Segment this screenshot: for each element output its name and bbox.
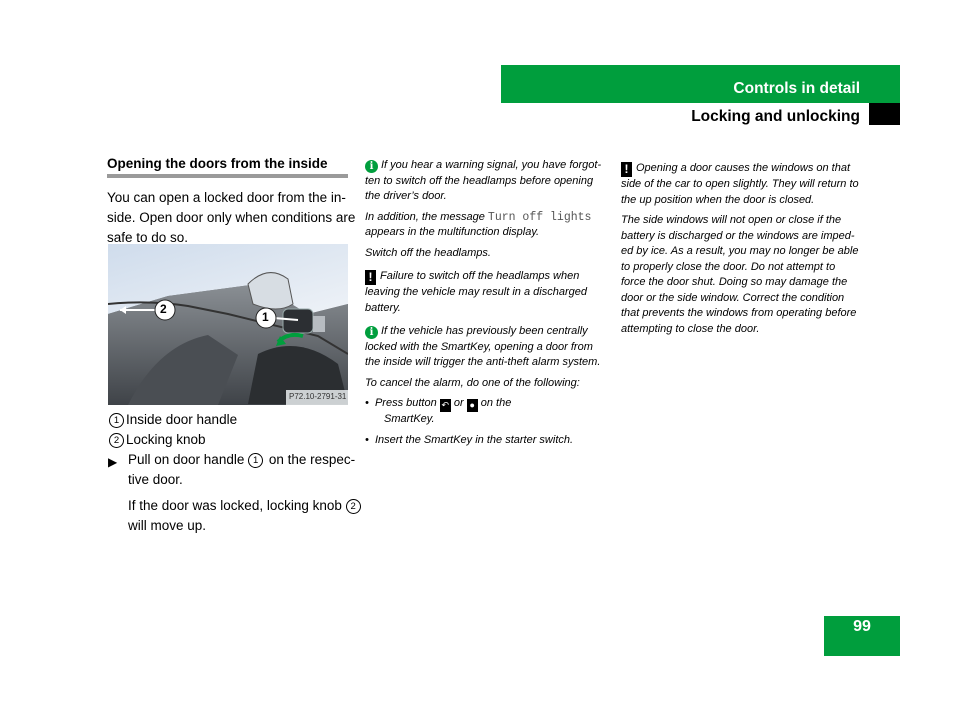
figure-code: P72.10-2791-31	[289, 392, 347, 401]
unlock-icon: ↶	[439, 399, 451, 412]
notes-column-right: !Opening a door causes the windows on th…	[621, 162, 859, 335]
warning-icon: !	[621, 162, 632, 177]
door-illustration: 2 1 P72.10-2791-31	[108, 244, 348, 405]
lock-icon: ●	[466, 399, 478, 412]
step-text: Pull on door handle 1 on the respec- tiv…	[128, 450, 363, 536]
callout-2-label: 2	[160, 302, 167, 316]
section-heading: Opening the doors from the inside	[107, 156, 328, 171]
intro-line: side. Open door only when conditions are	[107, 210, 356, 225]
page-number-box	[824, 616, 900, 656]
warning-icon: !	[365, 270, 376, 285]
intro-line: safe to do so.	[107, 230, 189, 245]
heading-rule	[107, 174, 348, 178]
intro-line: You can open a locked door from the in-	[107, 190, 346, 205]
section-title: Locking and unlocking	[691, 108, 860, 125]
callout-1-label: 1	[262, 310, 269, 324]
section-marker	[869, 103, 900, 125]
door-image	[108, 244, 348, 405]
step-arrow-icon: ▶	[108, 455, 118, 469]
intro-text: You can open a locked door from the in- …	[107, 188, 355, 248]
info-icon: i	[365, 160, 378, 173]
info-icon: i	[365, 326, 378, 339]
header-bar	[501, 65, 900, 103]
display-message: Turn off lights	[487, 210, 592, 224]
page-number: 99	[853, 618, 871, 635]
chapter-title: Controls in detail	[733, 80, 860, 97]
